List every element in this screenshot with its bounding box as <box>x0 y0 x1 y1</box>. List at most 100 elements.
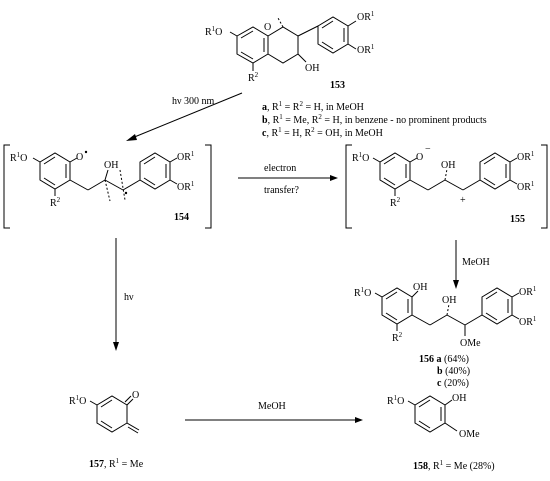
condition-c: c, R1 = H, R2 = OH, in MeOH <box>262 126 383 139</box>
c156-yield-b: b (40%) <box>437 366 470 377</box>
c157-ring <box>96 395 128 433</box>
c153-or1-top: OR1 <box>357 10 375 23</box>
c153-r1o-bond <box>229 31 238 37</box>
c154-oh: OH <box>104 160 118 171</box>
arrow-hv-down-label: hν <box>124 292 134 303</box>
c157-r1o-bond <box>89 400 98 406</box>
c156-oh-ring-bond <box>411 290 419 298</box>
c155-or1-b: OR1 <box>517 180 535 193</box>
c155-or1-bond <box>509 157 518 163</box>
c154-or1-a: OR1 <box>177 150 195 163</box>
c154-chain <box>69 179 89 191</box>
c155-minus-charge: − <box>425 144 431 155</box>
c154-radical-dot <box>84 150 88 154</box>
c153-number: 153 <box>330 80 345 91</box>
c153-or1-mid: OR1 <box>357 43 375 56</box>
c154-oh-bond <box>104 169 109 181</box>
c154-ring-double <box>43 177 56 186</box>
compound-154: R1O O OH R2 OR1 OR1 154 <box>3 144 212 229</box>
c157-caption: 157, R1 = Me <box>89 457 144 470</box>
arrow-meoh-right: MeOH <box>185 401 363 423</box>
c154-r1o: R1O <box>10 151 27 164</box>
c156-chain <box>446 314 466 326</box>
c153-oh-bond <box>297 53 307 63</box>
c153-ring-a-double <box>240 30 254 39</box>
c153-or1-bond <box>347 43 357 50</box>
c155-r1o: R1O <box>352 151 369 164</box>
condition-b: b, R1 = Me, R2 = H, in benzene - no prom… <box>262 113 487 126</box>
c155-ring-double <box>383 177 396 186</box>
c153-ring-oxygen: O <box>264 22 271 33</box>
c154-chain-dash <box>119 169 126 201</box>
c154-or1-bond <box>169 179 178 185</box>
c155-number: 155 <box>510 214 525 225</box>
c153-stereo-bond <box>277 17 284 28</box>
c155-or1-bond <box>509 179 518 185</box>
bracket-right <box>541 144 548 229</box>
c158-caption: 158, R1 = Me (28%) <box>413 459 495 472</box>
compound-153: R1O O OR1 OR1 OH R2 153 <box>205 10 375 91</box>
c156-r2: R2 <box>392 331 403 344</box>
c155-chain <box>409 179 429 191</box>
arrow-meoh-right-head <box>355 417 363 423</box>
c155-chain <box>444 179 464 191</box>
c156-chain <box>429 314 448 326</box>
c155-plus-charge: + <box>460 195 466 206</box>
c155-chain <box>427 179 446 191</box>
c153-ring-c <box>267 26 299 64</box>
c156-ring-double <box>485 291 498 300</box>
bracket-left <box>345 144 352 229</box>
c158-r1o-bond <box>407 400 416 406</box>
c153-r2: R2 <box>248 71 259 84</box>
c156-chain <box>464 314 483 326</box>
conditions-153: a, R1 = R2 = H, in MeOH b, R1 = Me, R2 =… <box>262 100 487 139</box>
c158-oh-bond <box>444 399 453 406</box>
c154-or1-b: OR1 <box>177 180 195 193</box>
c156-r1o-bond <box>374 292 383 298</box>
c155-oh-dash <box>444 168 448 181</box>
compound-155: R1O O − OH + R2 OR1 OR1 155 <box>345 144 548 229</box>
c156-r1o: R1O <box>354 286 371 299</box>
c154-chain <box>122 179 141 191</box>
arrow-photolysis-label: hν 300 nm <box>172 96 215 107</box>
arrow-meoh-down-head <box>453 280 459 289</box>
arrow-meoh-right-label: MeOH <box>258 401 286 412</box>
c154-radical-dot-chain <box>124 191 128 195</box>
c156-oh-ring: OH <box>413 282 427 293</box>
compound-156: R1O OH OH OMe R2 OR1 OR1 156 a (64%) b (… <box>354 282 537 389</box>
c156-ring-double <box>485 312 498 321</box>
bracket-right <box>205 144 212 229</box>
c158-ring-double <box>418 420 431 429</box>
c154-chain <box>104 179 124 191</box>
c154-o-radical: O <box>76 152 83 163</box>
c153-oh: OH <box>305 63 319 74</box>
c155-o-minus: O <box>416 152 423 163</box>
c155-o-bond <box>409 157 418 163</box>
arrow-meoh-down: MeOH <box>453 240 490 289</box>
c158-ome: OMe <box>459 429 480 440</box>
c154-r1o-bond <box>32 157 41 163</box>
c156-ome: OMe <box>460 338 481 349</box>
c156-oh: OH <box>442 295 456 306</box>
condition-a: a, R1 = R2 = H, in MeOH <box>262 100 364 113</box>
c156-ring-double <box>385 312 398 321</box>
c153-ring-b-double <box>321 41 334 50</box>
arrow-photolysis-head <box>126 134 137 141</box>
c153-ring-a-double <box>240 51 254 60</box>
c156-or1-a: OR1 <box>519 285 537 298</box>
bracket-left <box>3 144 10 229</box>
c153-or1-bond <box>347 20 357 27</box>
c156-or1-b: OR1 <box>519 315 537 328</box>
c155-ring-double <box>483 156 496 165</box>
c154-chain <box>87 179 106 191</box>
c158-ring-double <box>418 399 431 408</box>
arrow-photolysis: hν 300 nm <box>126 92 243 141</box>
c158-r1o: R1O <box>387 394 404 407</box>
c157-keto-bond <box>126 398 134 406</box>
arrow-hv-down-head <box>113 342 119 351</box>
c154-ring-double <box>143 156 156 165</box>
c155-or1-a: OR1 <box>517 150 535 163</box>
c157-r1o: R1O <box>69 394 86 407</box>
c154-r2: R2 <box>50 196 61 209</box>
